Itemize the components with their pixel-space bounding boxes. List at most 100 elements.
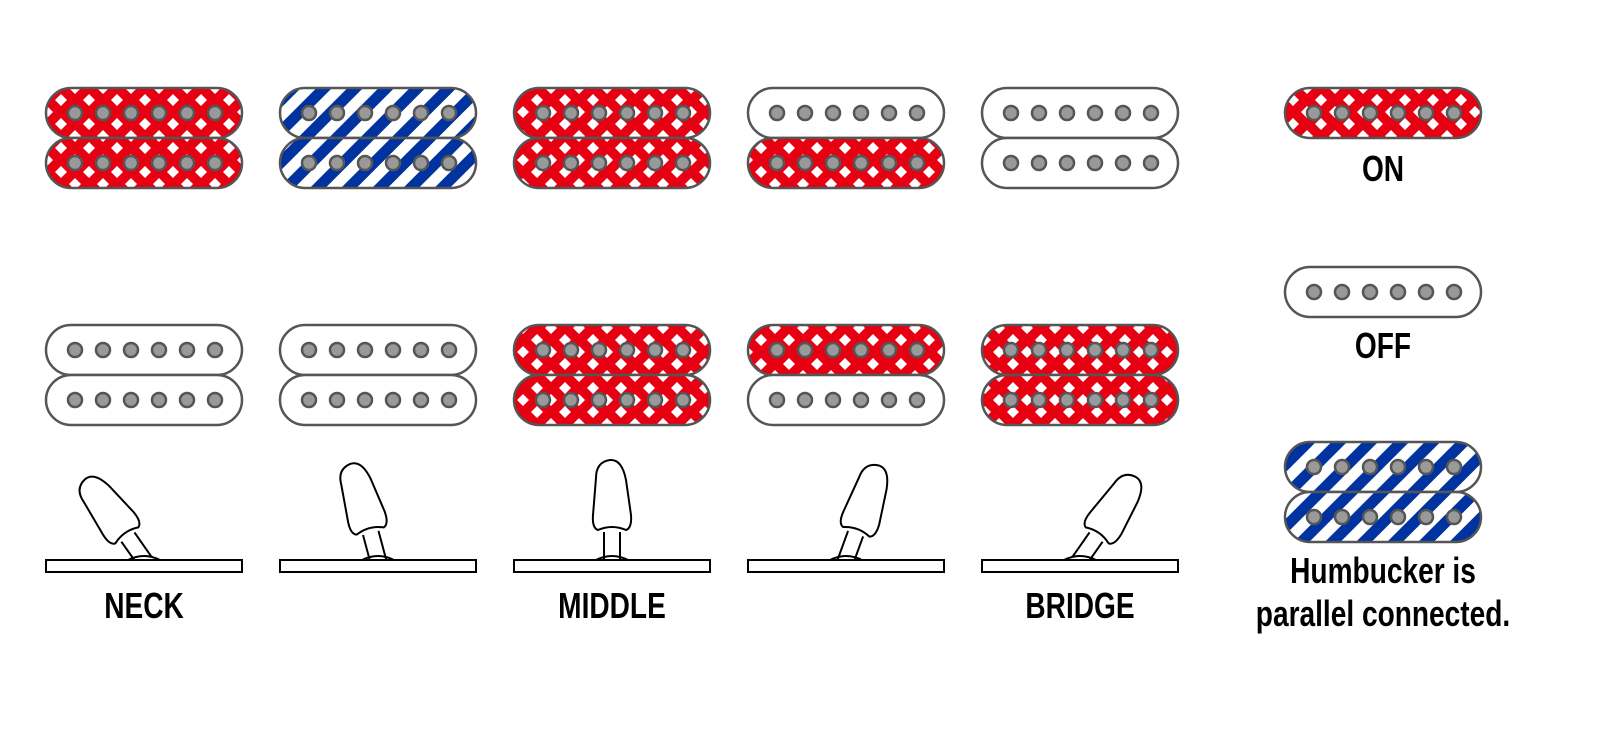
pole-piece (66, 391, 84, 409)
pole-piece (824, 154, 842, 172)
pole-piece (94, 154, 112, 172)
legend-on-coil-on (1283, 86, 1483, 140)
pole-piece (1058, 341, 1076, 359)
pole-piece (908, 154, 926, 172)
pickup-bottom-row-coil-a-on (746, 323, 946, 377)
pole-piece (66, 154, 84, 172)
pickup-bottom-row-coil-a-on (512, 323, 712, 377)
pickup-top-row-coil-b-on (512, 136, 712, 190)
pole-piece (824, 391, 842, 409)
position-label-bridge: BRIDGE (1025, 585, 1135, 626)
pole-piece (1002, 154, 1020, 172)
pole-piece (178, 341, 196, 359)
pole-piece (1389, 508, 1407, 526)
pole-piece (1445, 508, 1463, 526)
pickup-top-row-coil-b-parallel (278, 136, 478, 190)
switch-plate (981, 559, 1179, 573)
pickup-bottom-row-coil-a-off (44, 323, 244, 377)
pole-piece (590, 154, 608, 172)
pole-piece (618, 341, 636, 359)
pole-piece (150, 154, 168, 172)
selector-switch-icon (45, 475, 243, 573)
pickup-bottom-row-coil-b-off (278, 373, 478, 427)
pole-piece (440, 341, 458, 359)
pole-piece (1305, 283, 1323, 301)
pole-piece (178, 104, 196, 122)
switch-plate (513, 559, 711, 573)
pole-piece (1305, 104, 1323, 122)
pole-piece (908, 391, 926, 409)
pickup-top-row-coil-a-parallel (278, 86, 478, 140)
pole-piece (590, 104, 608, 122)
selector-switch-icon (747, 463, 945, 573)
pole-piece (1417, 508, 1435, 526)
switch-plate (747, 559, 945, 573)
pole-piece (1086, 391, 1104, 409)
pole-piece (1114, 341, 1132, 359)
selector-switch-icon (513, 458, 711, 573)
pole-piece (646, 154, 664, 172)
pole-piece (440, 391, 458, 409)
pole-piece (1333, 508, 1351, 526)
legend-parallel-coil-b-parallel (1283, 490, 1483, 544)
pole-piece (300, 104, 318, 122)
pole-piece (178, 391, 196, 409)
legend-parallel-line2: parallel connected. (1255, 593, 1511, 634)
switch-lever (836, 463, 889, 565)
pole-piece (1333, 458, 1351, 476)
pole-piece (618, 104, 636, 122)
pole-piece (1361, 458, 1379, 476)
pole-piece (1417, 104, 1435, 122)
position-label-middle: MIDDLE (558, 585, 666, 626)
pole-piece (94, 341, 112, 359)
pole-piece (1361, 283, 1379, 301)
pole-piece (908, 341, 926, 359)
pole-piece (412, 154, 430, 172)
pole-piece (1389, 458, 1407, 476)
pole-piece (618, 154, 636, 172)
pole-piece (206, 104, 224, 122)
pole-piece (1305, 508, 1323, 526)
legend-parallel-coil-a-parallel (1283, 440, 1483, 494)
pole-piece (796, 341, 814, 359)
pole-piece (796, 154, 814, 172)
pole-piece (824, 104, 842, 122)
pole-piece (384, 104, 402, 122)
pickup-bottom-row-coil-b-off (746, 373, 946, 427)
pole-piece (562, 154, 580, 172)
pole-piece (1114, 154, 1132, 172)
pickup-bottom-row-coil-a-off (278, 323, 478, 377)
pole-piece (66, 104, 84, 122)
pickup-top-row-coil-a-off (746, 86, 946, 140)
pickup-bottom-row-coil-b-off (44, 373, 244, 427)
pole-piece (1114, 104, 1132, 122)
pole-piece (674, 154, 692, 172)
pickup-top-row-coil-b-on (44, 136, 244, 190)
pole-piece (534, 154, 552, 172)
pole-piece (122, 154, 140, 172)
pole-piece (852, 104, 870, 122)
pickup-top-row-coil-a-on (44, 86, 244, 140)
pole-piece (1114, 391, 1132, 409)
pole-piece (1417, 283, 1435, 301)
switch-plate (45, 559, 243, 573)
pole-piece (206, 341, 224, 359)
pole-piece (412, 104, 430, 122)
pole-piece (328, 154, 346, 172)
selector-switch-icon (981, 473, 1179, 573)
legend-on-label: ON (1361, 148, 1405, 189)
pole-piece (796, 104, 814, 122)
pole-piece (534, 341, 552, 359)
pole-piece (66, 341, 84, 359)
pickup-bottom-row-coil-b-on (980, 373, 1180, 427)
pole-piece (384, 341, 402, 359)
pole-piece (908, 104, 926, 122)
pole-piece (206, 391, 224, 409)
pickup-bottom-row-coil-b-on (512, 373, 712, 427)
pole-piece (768, 391, 786, 409)
pole-piece (1030, 341, 1048, 359)
pole-piece (646, 391, 664, 409)
legend-parallel-line1: Humbucker is (1290, 550, 1476, 591)
